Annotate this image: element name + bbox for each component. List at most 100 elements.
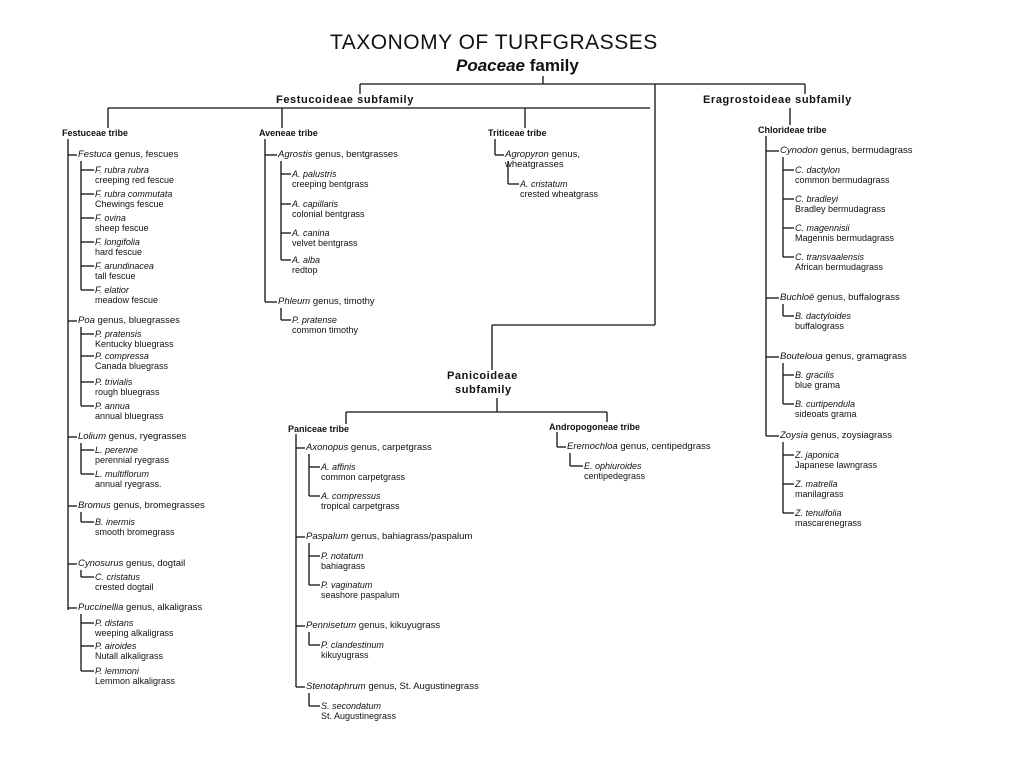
genus-name: Cynodon (780, 145, 819, 156)
species-scientific-name: Z. tenuifolia (795, 508, 842, 518)
species-scientific-name: P. compressa (95, 351, 149, 361)
genus-name: Stenotaphrum (306, 681, 366, 692)
species-common-name: Kentucky bluegrass (95, 338, 174, 349)
species-scientific-name: A. alba (292, 255, 321, 265)
genus-agropyron: Agropyron genus,wheatgrasses (505, 150, 580, 170)
species-common-name: Lemmon alkaligrass (95, 675, 176, 686)
genus-common: genus, buffalograss (814, 292, 900, 303)
genus-common: genus, ryegrasses (106, 431, 187, 442)
species-common-name: annual ryegrass. (95, 478, 162, 489)
species-common-name: crested dogtail (95, 581, 154, 592)
genus-phleum: Phleum genus, timothy (278, 297, 375, 307)
tribe-andropogoneae: Andropogoneae tribe (549, 422, 641, 432)
genus-agrostis: Agrostis genus, bentgrasses (278, 150, 398, 160)
species-scientific-name: B. inermis (95, 517, 136, 527)
tribe-aveneae: Aveneae tribe (259, 128, 318, 138)
genus-common: genus, fescues (111, 149, 179, 160)
genus-name: Poa (78, 315, 95, 326)
genus-common: genus, bromegrasses (110, 500, 205, 511)
tribe-triticeae: Triticeae tribe (488, 128, 547, 138)
species-scientific-name: F. longifolia (95, 237, 140, 247)
species-common-name: common carpetgrass (321, 471, 406, 482)
species-scientific-name: F. ovina (95, 213, 126, 223)
species-scientific-name: Z. japonica (795, 450, 840, 460)
species-scientific-name: P. notatum (321, 551, 364, 561)
species-common-name: Chewings fescue (95, 198, 164, 209)
species-common-name: smooth bromegrass (95, 526, 175, 537)
genus-pennisetum: Pennisetum genus, kikuyugrass (306, 621, 440, 631)
species-scientific-name: C. dactylon (795, 165, 841, 175)
species-scientific-name: B. dactyloides (795, 311, 852, 321)
genus-paspalum: Paspalum genus, bahiagrass/paspalum (306, 532, 472, 542)
genus-bromus: Bromus genus, bromegrasses (78, 501, 205, 511)
genus-lolium: Lolium genus, ryegrasses (78, 432, 186, 442)
subfamily-festucoideae: Festucoideae subfamily (276, 94, 414, 106)
genus-name: Puccinellia (78, 602, 124, 613)
species-common-name: weeping alkaligrass (95, 627, 174, 638)
species-scientific-name: C. cristatus (95, 572, 141, 582)
genus-buchlo: Buchloë genus, buffalograss (780, 293, 900, 303)
genus-common: genus, bentgrasses (312, 149, 398, 160)
species-common-name: mascarenegrass (795, 517, 862, 528)
species-scientific-name: F. rubra commutata (95, 189, 173, 199)
genus-common: genus, alkaligrass (123, 602, 203, 613)
genus-name: Axonopus (306, 442, 349, 453)
species-scientific-name: S. secondatum (321, 701, 382, 711)
species-scientific-name: C. transvaalensis (795, 252, 865, 262)
subfamily-panicoideae-line2: subfamily (455, 384, 512, 396)
species-common-name: St. Augustinegrass (321, 710, 397, 721)
genus-name: Phleum (278, 296, 311, 307)
subfamily-eragrostoideae: Eragrostoideae subfamily (703, 94, 852, 106)
species-scientific-name: L. multiflorum (95, 469, 150, 479)
species-common-name: colonial bentgrass (292, 208, 365, 219)
subfamily-panicoideae-line1: Panicoideae (447, 370, 518, 382)
genus-name: Festuca (78, 149, 112, 160)
genus-name: Bouteloua (780, 351, 823, 362)
species-common-name: Japanese lawngrass (795, 459, 878, 470)
genus-name: Agrostis (278, 149, 313, 160)
species-scientific-name: A. canina (292, 228, 330, 238)
genus-poa: Poa genus, bluegrasses (78, 316, 180, 326)
species-scientific-name: P. pratensis (95, 329, 142, 339)
family-suffix: family (525, 56, 579, 75)
genus-axonopus: Axonopus genus, carpetgrass (306, 443, 432, 453)
species-common-name: tall fescue (95, 270, 136, 281)
species-common-name: manilagrass (795, 488, 844, 499)
genus-common: genus, bluegrasses (94, 315, 180, 326)
genus-common: genus, gramagrass (822, 351, 907, 362)
species-scientific-name: F. rubra rubra (95, 165, 149, 175)
species-common-name: blue grama (795, 379, 841, 390)
species-scientific-name: P. annua (95, 401, 130, 411)
species-common-name: rough bluegrass (95, 386, 160, 397)
genus-name: Paspalum (306, 531, 349, 542)
species-common-name: meadow fescue (95, 294, 159, 305)
genus-zoysia: Zoysia genus, zoysiagrass (780, 431, 892, 441)
genus-common: genus, kikuyugrass (356, 620, 441, 631)
genus-common: genus, centipedgrass (617, 441, 711, 452)
species-scientific-name: E. ophiuroides (584, 461, 642, 471)
species-common-name: common bermudagrass (795, 174, 890, 185)
genus-name: Cynosurus (78, 558, 124, 569)
